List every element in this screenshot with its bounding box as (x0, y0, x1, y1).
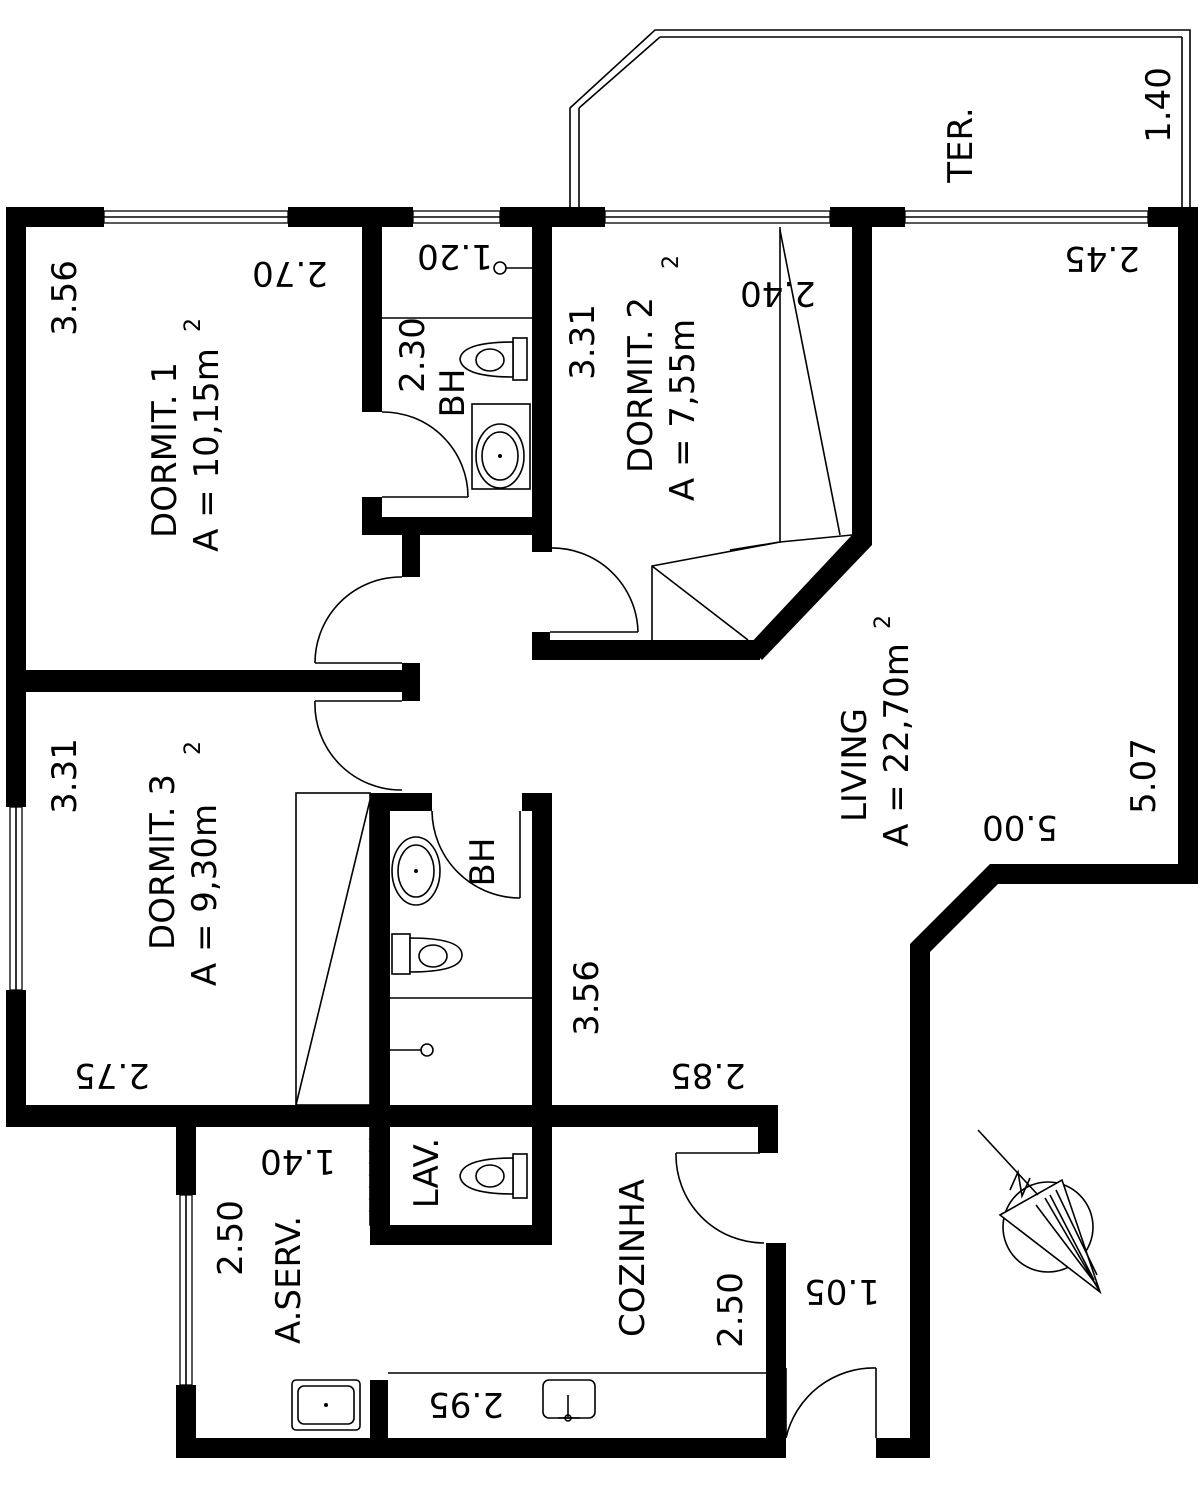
bh-mid-label: BH (463, 838, 503, 887)
sink-icon-2 (391, 836, 441, 906)
dim-d2-a: 3.31 (563, 304, 603, 380)
dim-lav-a: 1.40 (260, 1141, 336, 1181)
living-name: LIVING (835, 708, 875, 822)
dim-bh2-a: 3.56 (567, 960, 607, 1036)
wardrobes (295, 227, 853, 1374)
dim-bh2-b: 2.85 (670, 1055, 746, 1095)
dim-ent-a: 1.05 (804, 1271, 880, 1311)
north-arrow-icon (977, 1129, 1102, 1295)
lav-crosshatch (368, 1126, 390, 1226)
dim-d1-b: 2.70 (252, 253, 328, 293)
terrace-outline (569, 29, 1191, 207)
dormit2-area-sup: 2 (659, 255, 684, 269)
terraco-label: TER. (941, 107, 981, 183)
dim-liv-b: 5.07 (1124, 738, 1164, 814)
walls (6, 207, 1198, 1458)
toilet-icon (459, 337, 528, 381)
dim-bh1-b: 2.30 (393, 317, 433, 393)
living-area: A = 22,70m (877, 643, 917, 847)
dim-d1-a: 3.56 (45, 260, 85, 336)
dormit3-name: DORMIT. 3 (143, 774, 183, 950)
dim-bh1-a: 1.20 (417, 236, 493, 276)
aserv-label: A.SERV. (269, 1216, 309, 1344)
cozinha-label: COZINHA (613, 1179, 653, 1337)
dim-as-a: 2.50 (211, 1200, 251, 1276)
living-area-sup: 2 (871, 615, 896, 629)
fixtures (291, 261, 596, 1431)
dim-ter-a: 1.40 (1139, 67, 1179, 143)
dormit3-area: A = 9,30m (185, 804, 225, 986)
laundry-tank-icon (291, 1379, 361, 1431)
dim-liv-a: 2.45 (1064, 238, 1140, 278)
labels: DORMIT. 1 A = 10,15m 2 DORMIT. 2 A = 7,5… (45, 67, 1179, 1424)
dormit1-area-sup: 2 (181, 318, 206, 332)
bh-top-label: BH (433, 369, 473, 418)
dormit1-area: A = 10,15m (187, 348, 227, 552)
dim-coz-b: 2.95 (428, 1384, 504, 1424)
toilet-icon-2 (391, 933, 463, 975)
windows (9, 210, 1149, 1386)
doors (314, 411, 877, 1439)
shower-icon-2 (390, 1043, 434, 1057)
toilet-icon-3 (459, 1153, 528, 1199)
lav-label: LAV. (407, 1138, 447, 1209)
dormit3-area-sup: 2 (181, 741, 206, 755)
dim-d3-b: 2.75 (74, 1055, 150, 1095)
dormit1-name: DORMIT. 1 (145, 362, 185, 538)
kitchen-sink-icon (542, 1379, 596, 1422)
sink-icon (475, 423, 525, 489)
dormit2-area: A = 7,55m (663, 319, 703, 501)
dim-coz-a: 2.50 (711, 1272, 751, 1348)
dormit2-name: DORMIT. 2 (621, 297, 661, 473)
shower-icon (493, 261, 532, 275)
dim-d3-a: 3.31 (45, 738, 85, 814)
dim-liv-c: 5.00 (982, 807, 1058, 847)
dim-d2-b: 2.40 (740, 273, 816, 313)
